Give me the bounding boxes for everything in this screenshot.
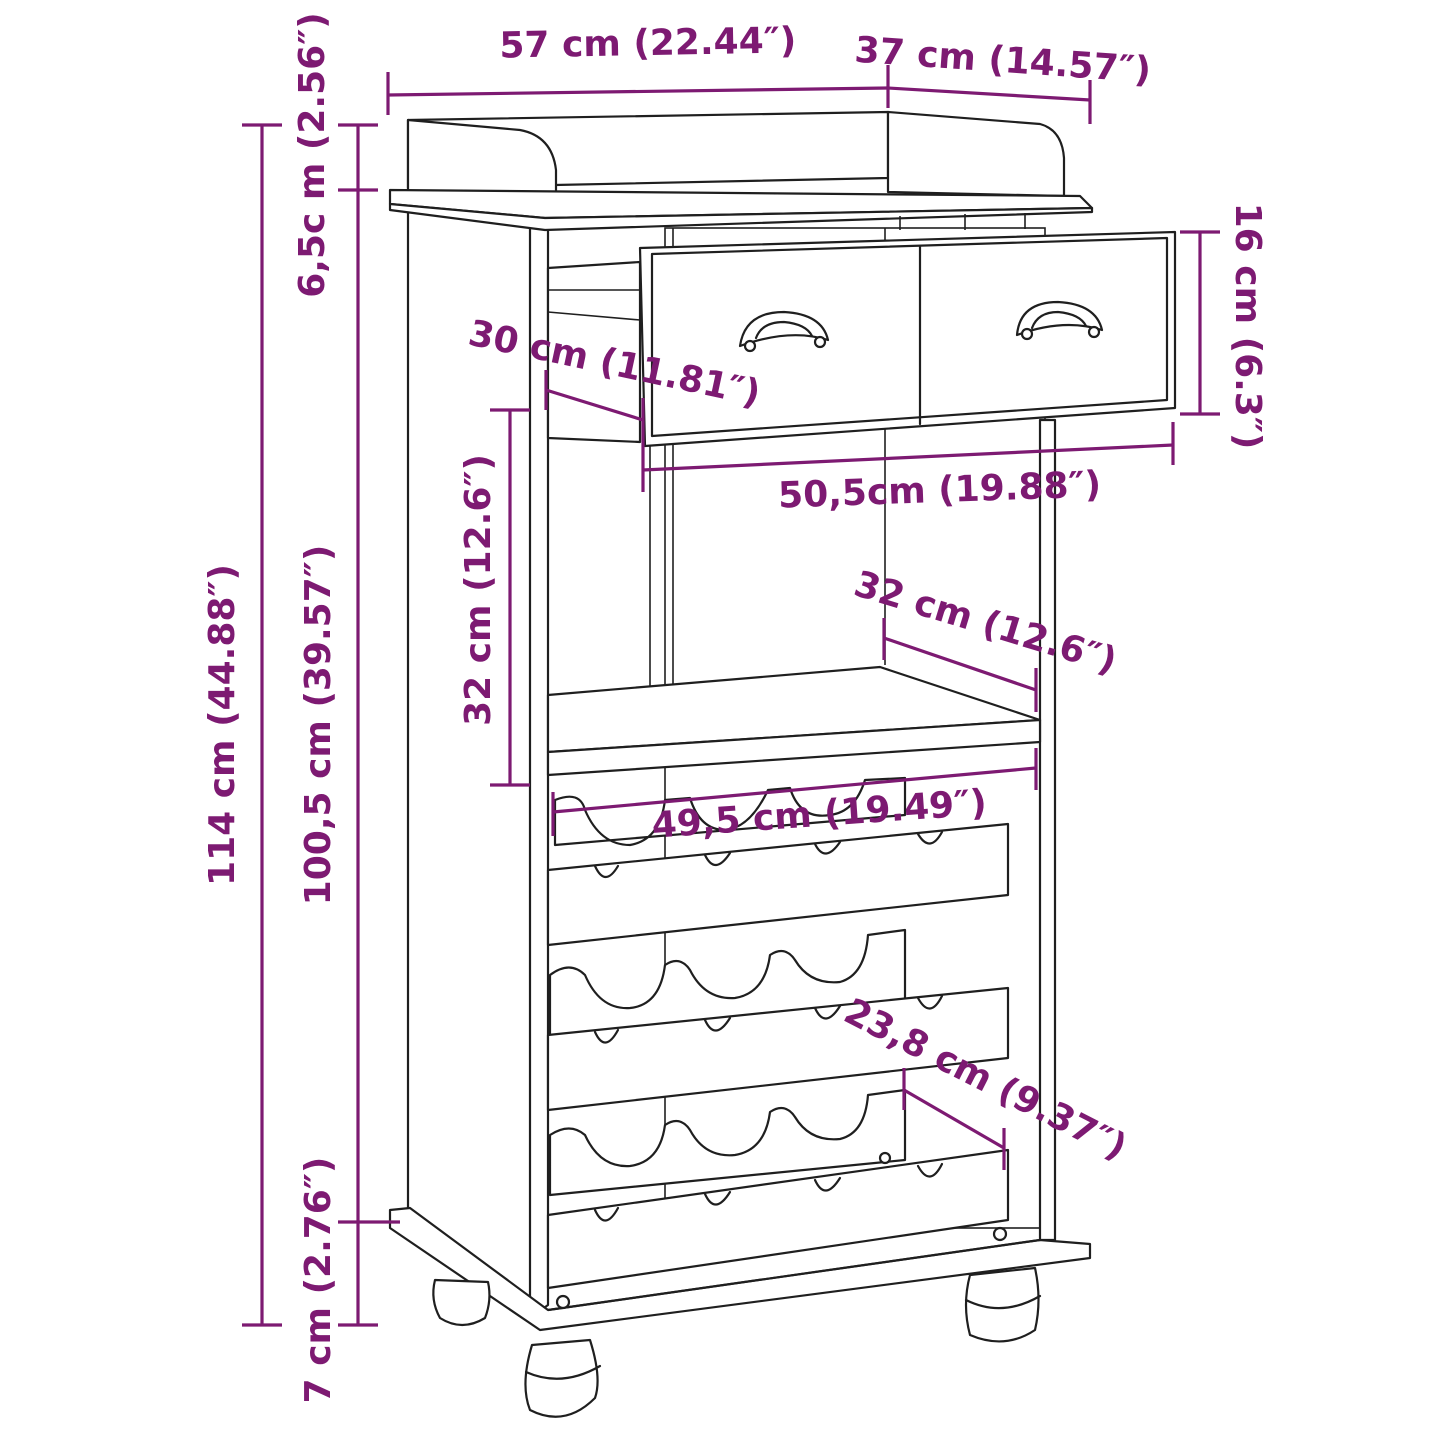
rack-2-notch-2 [703,1016,732,1032]
rack-2-notch-3 [813,1004,842,1020]
label-shelf-depth: 32 cm (12.6″) [849,564,1121,683]
open-shelf-edge [546,718,1042,777]
rack-1-notch-3 [813,840,842,855]
foot-front-right-bun [964,1266,1040,1343]
base-screw-right [992,1226,1008,1242]
handle-left-screw-1 [743,339,757,353]
rack-3-back-board [548,1088,907,1197]
label-body-height: 100,5 cm (39.57″) [298,545,339,906]
rack-1-notch-1 [593,864,620,879]
dim-line-depth [887,86,1091,102]
base-screw-left [555,1294,571,1310]
wine-rack-row-3 [546,1088,1010,1290]
rack-3-front-board [546,1148,1010,1290]
rack-1-notch-4 [916,830,944,845]
wine-cabinet-illustration [388,110,1177,1418]
top-board-edge [388,202,1094,232]
cup-handle-right-shape [1015,300,1104,337]
left-side-panel [406,210,550,1320]
base-plinth [388,1206,1092,1332]
rack-3-notch-3 [813,1176,842,1192]
rack-1-notch-2 [703,851,732,867]
label-total-height: 114 cm (44.88″) [202,564,243,886]
right-post [1038,418,1057,1242]
rack-3-notch-2 [703,1190,732,1206]
drawer-front-bevel [650,236,1169,438]
foot-front-left [524,1338,602,1418]
rack-3-notch-1 [593,1206,620,1222]
handle-left-screw-2 [813,335,827,349]
handle-right-screw-2 [1087,325,1101,339]
label-width: 57 cm (22.44″) [499,20,797,66]
label-open-shelf-height: 32 cm (12.6″) [458,454,499,726]
dim-line-drawer-width [642,443,1174,472]
dimension-lines [242,65,1220,1327]
rack-3-notch-4 [916,1162,944,1178]
rack-2-notch-1 [593,1028,620,1044]
foot-back-left-bun [432,1278,491,1327]
cup-handle-left-shape [738,310,830,348]
foot-back-left [432,1278,491,1327]
handle-right-screw-1 [1020,327,1034,341]
drawer-handle-right [1015,300,1104,341]
label-gallery-height: 6,5c m (2.56″) [292,12,333,298]
base-plinth-crease [547,1238,1041,1312]
cup-handle-right-inner [1030,310,1088,330]
foot-front-right-ring [964,1294,1042,1310]
rack-2-front-board [546,986,1010,1112]
dim-line-width [387,86,889,97]
cup-handle-left-inner [754,320,814,340]
label-depth: 37 cm (14.57″) [853,30,1152,92]
drawer-runner-bottom [547,311,641,321]
dim-line-rack-depth [903,1088,1005,1150]
foot-front-right [964,1266,1042,1343]
dim-line-shelf-depth [883,636,1037,692]
drawer-front [638,230,1177,448]
dim-line-shelf-width [552,766,1037,814]
dim-line-drawer-depth [545,388,644,422]
rack-2-notch-4 [916,994,944,1010]
wine-rack-row-2 [546,928,1010,1112]
label-base-height: 7 cm (2.76″) [298,1157,339,1404]
gallery-right-arm [886,110,1066,198]
foot-front-left-ring [524,1364,602,1380]
label-drawer-height: 16 cm (6.3″) [1227,203,1268,450]
drawer-handle-left [738,310,830,353]
rack-1-front-board [546,822,1010,947]
rack-3-screw [878,1151,892,1165]
